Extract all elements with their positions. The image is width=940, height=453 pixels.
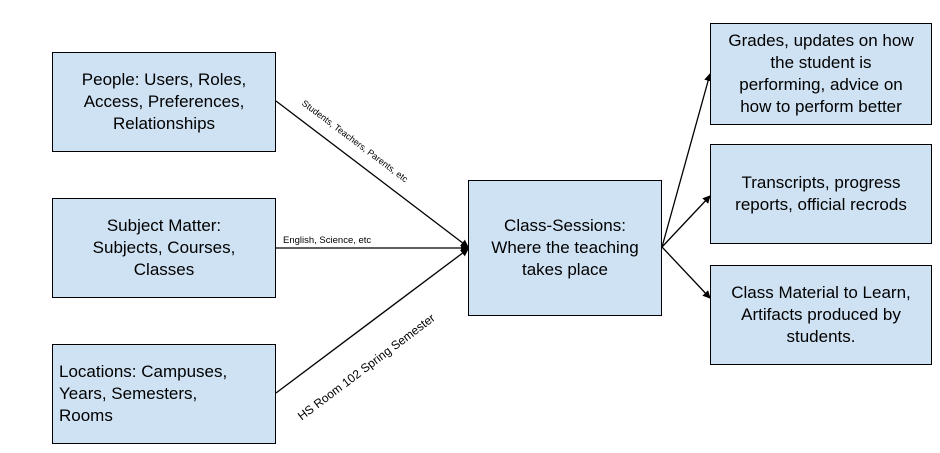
node-subject-matter-label: Subject Matter: Subjects, Courses, Class… [92, 216, 236, 279]
edge-sessions-to-material [661, 246, 711, 299]
edge-people-to-sessions [275, 100, 469, 248]
edge-sessions-to-grades [661, 73, 712, 248]
node-class-material-label: Class Material to Learn, Artifacts produ… [731, 283, 911, 346]
node-locations-label: Locations: Campuses, Years, Semesters, R… [59, 362, 228, 425]
node-subject-matter: Subject Matter: Subjects, Courses, Class… [52, 198, 276, 298]
edge-sessions-to-transcripts [661, 195, 711, 248]
node-people: People: Users, Roles, Access, Preference… [52, 52, 276, 152]
edge-label-subject: English, Science, etc [283, 235, 372, 246]
node-grades-label: Grades, updates on how the student is pe… [728, 31, 914, 116]
edge-locations-to-sessions [275, 248, 469, 394]
node-people-label: People: Users, Roles, Access, Preference… [81, 70, 247, 133]
node-transcripts-label: Transcripts, progress reports, official … [735, 173, 907, 214]
node-transcripts: Transcripts, progress reports, official … [710, 144, 932, 244]
node-class-material: Class Material to Learn, Artifacts produ… [710, 265, 932, 365]
node-grades: Grades, updates on how the student is pe… [710, 23, 932, 125]
node-class-sessions: Class-Sessions: Where the teaching takes… [468, 180, 662, 316]
node-locations: Locations: Campuses, Years, Semesters, R… [52, 344, 276, 444]
node-class-sessions-label: Class-Sessions: Where the teaching takes… [491, 216, 639, 279]
